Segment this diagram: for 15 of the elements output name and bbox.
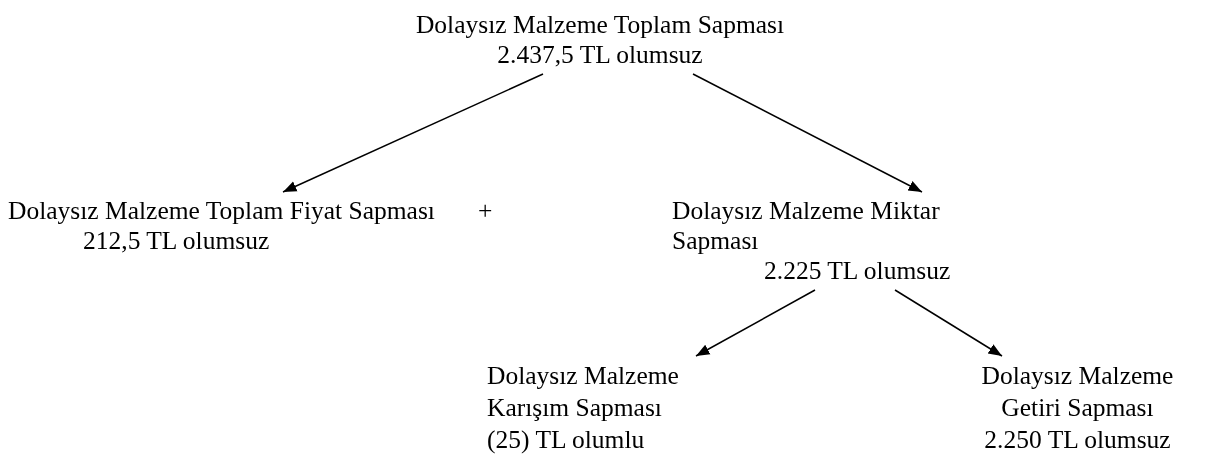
node-title: Dolaysız Malzeme Toplam Sapması (415, 10, 785, 40)
node-value: 2.437,5 TL olumsuz (497, 40, 703, 70)
arrow (695, 289, 816, 357)
node-value: (25) TL olumlu (487, 424, 645, 456)
node-value: 2.250 TL olumsuz (984, 424, 1171, 456)
arrow (692, 73, 923, 193)
node-title: Dolaysız Malzeme Toplam Fiyat Sapması (8, 196, 435, 226)
arrow (282, 73, 544, 193)
node-value: 2.225 TL olumsuz (763, 256, 951, 286)
node-title: Dolaysız Malzeme Getiri Sapması (980, 360, 1175, 424)
node-title: Dolaysız Malzeme Miktar Sapması (672, 196, 941, 256)
plus-sign: + (478, 196, 493, 226)
node-value: 212,5 TL olumsuz (82, 226, 270, 256)
arrow (894, 289, 1003, 357)
node-title: Dolaysız Malzeme Karışım Sapması (487, 360, 680, 424)
